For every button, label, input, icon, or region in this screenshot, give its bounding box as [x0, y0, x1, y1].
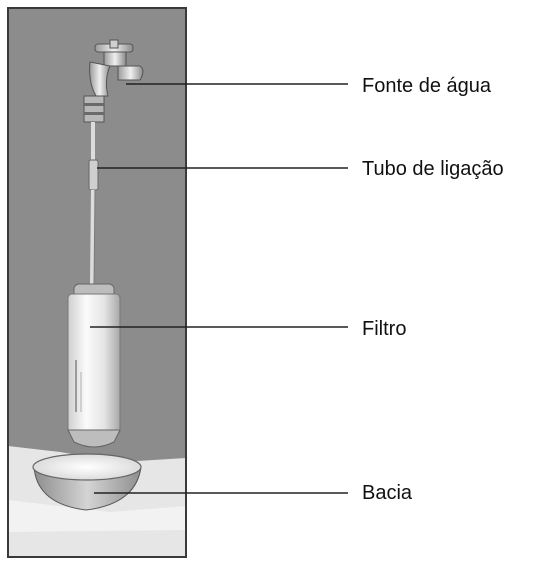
- leader-lines: [90, 83, 348, 494]
- label-basin: Bacia: [362, 482, 413, 504]
- label-filter: Filtro: [362, 318, 407, 340]
- label-connecting-tube: Tubo de ligação: [362, 158, 504, 180]
- basin: [32, 453, 142, 511]
- label-water-source: Fonte de água: [362, 75, 491, 97]
- connecting-tube: [88, 122, 99, 285]
- faucet-icon: [83, 39, 144, 123]
- floor-shadow: [8, 500, 186, 532]
- filter-cylinder: [67, 283, 121, 448]
- panel-border: [7, 7, 187, 558]
